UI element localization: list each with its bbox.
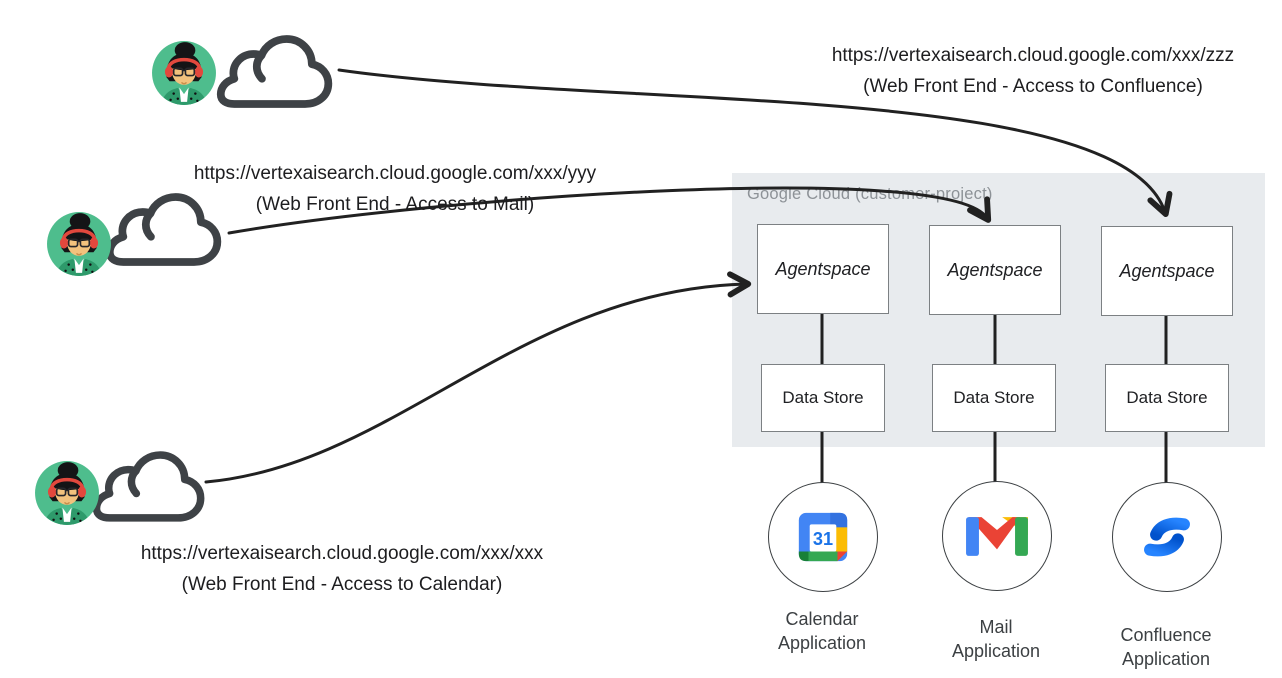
app-label-line2: Application — [777, 632, 867, 653]
calendar-app-circle: 31 — [768, 482, 878, 592]
datastore-box-calendar: Data Store — [761, 364, 885, 432]
confluence-icon — [1144, 517, 1190, 557]
user-avatar-icon — [34, 460, 100, 526]
request-mail-url: https://vertexaisearch.cloud.google.com/… — [193, 163, 597, 184]
datastore-label: Data Store — [953, 388, 1035, 407]
cloud-icon — [89, 443, 211, 529]
mail-app-circle — [942, 481, 1052, 591]
agentspace-box-calendar: Agentspace — [757, 224, 889, 314]
request-calendar-note: (Web Front End - Access to Calendar) — [181, 574, 503, 595]
request-confluence-caption: https://vertexaisearch.cloud.google.com/… — [793, 40, 1273, 102]
datastore-label: Data Store — [782, 388, 864, 407]
arrow-user3-agent1 — [204, 271, 752, 484]
google-cloud-region-label: Google Cloud (customer-project) — [747, 185, 993, 203]
cloud-icon — [102, 185, 228, 273]
user1-avatar — [151, 40, 217, 106]
calendar-day-text: 31 — [813, 529, 833, 549]
agentspace-box-confluence: Agentspace — [1101, 226, 1233, 316]
cloud-icon — [213, 27, 339, 115]
confluence-app-label: Confluence Application — [1076, 624, 1256, 671]
agentspace-label: Agentspace — [1119, 260, 1215, 281]
app-label-line2: Application — [951, 640, 1041, 661]
request-mail-note: (Web Front End - Access to Mail) — [255, 194, 535, 215]
user1-cloud — [213, 27, 339, 115]
app-label-line2: Application — [1121, 648, 1211, 669]
request-confluence-note: (Web Front End - Access to Confluence) — [863, 76, 1203, 97]
agentspace-box-mail: Agentspace — [929, 225, 1061, 315]
mail-app-label: Mail Application — [906, 616, 1086, 663]
app-label-line1: Calendar — [785, 609, 859, 629]
gmail-icon — [966, 516, 1028, 556]
user2-avatar — [46, 211, 112, 277]
datastore-box-mail: Data Store — [932, 364, 1056, 432]
datastore-box-confluence: Data Store — [1105, 364, 1229, 432]
datastore-label: Data Store — [1126, 388, 1208, 407]
request-confluence-url: https://vertexaisearch.cloud.google.com/… — [831, 45, 1235, 66]
confluence-app-circle — [1112, 482, 1222, 592]
calendar-app-label: Calendar Application — [732, 608, 912, 655]
user2-cloud — [102, 185, 228, 273]
google-calendar-icon: 31 — [798, 512, 848, 562]
user3-avatar — [34, 460, 100, 526]
app-label-line1: Confluence — [1120, 625, 1212, 645]
user-avatar-icon — [46, 211, 112, 277]
request-mail-caption: https://vertexaisearch.cloud.google.com/… — [155, 158, 635, 220]
user-avatar-icon — [151, 40, 217, 106]
agentspace-label: Agentspace — [775, 258, 871, 279]
app-label-line1: Mail — [979, 617, 1013, 637]
request-calendar-url: https://vertexaisearch.cloud.google.com/… — [140, 543, 544, 564]
user3-cloud — [89, 443, 211, 529]
agentspace-label: Agentspace — [947, 259, 1043, 280]
request-calendar-caption: https://vertexaisearch.cloud.google.com/… — [102, 538, 582, 600]
